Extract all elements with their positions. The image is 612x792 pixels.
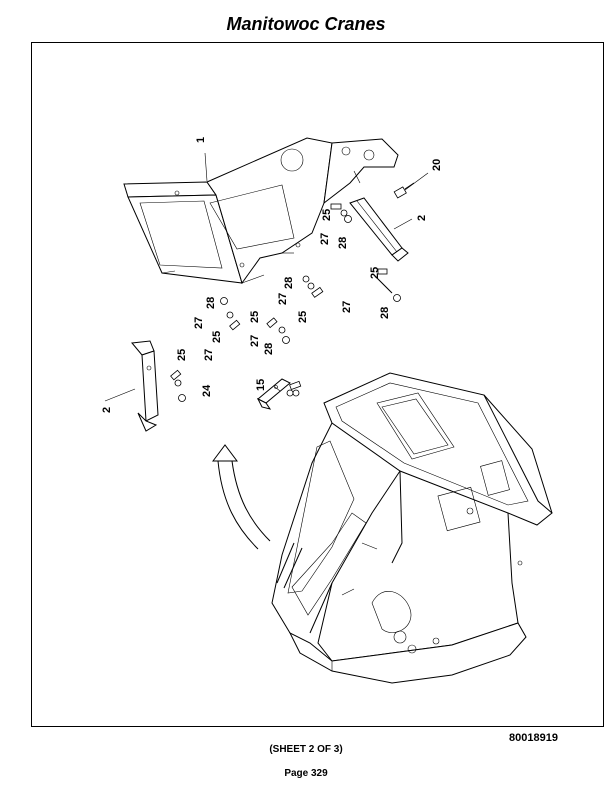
bracket-part-15 (256, 378, 291, 410)
brace-part-2-right (349, 197, 409, 262)
drawing-number: 80018919 (509, 732, 558, 744)
assembly-direction-arrow (212, 444, 271, 550)
callout-27-d: 27 (193, 317, 205, 329)
callout-24: 24 (201, 384, 213, 397)
hardware-fasteners (170, 203, 401, 402)
page-number: Page 329 (284, 768, 328, 779)
bolt-part-20 (393, 182, 415, 199)
callout-27-c: 27 (277, 293, 289, 305)
callout-leaders (104, 152, 429, 402)
callout-25-c: 25 (297, 311, 309, 323)
callout-27-e: 27 (249, 335, 261, 347)
callout-27-b: 27 (341, 301, 353, 313)
callout-28-e: 28 (263, 343, 275, 355)
callout-15: 15 (255, 379, 267, 391)
callout-2-right: 2 (416, 215, 428, 221)
operator-cab (271, 372, 553, 684)
callout-2-left: 2 (101, 407, 113, 413)
callout-25-f: 25 (176, 349, 188, 361)
callout-25-e: 25 (249, 311, 261, 323)
callout-27-a: 27 (319, 233, 331, 245)
callout-25-a: 25 (321, 209, 333, 221)
callout-28-b: 28 (379, 307, 391, 319)
callout-25-d: 25 (211, 331, 223, 343)
exploded-parts-diagram: 1 20 2 2 25 27 28 25 27 28 27 28 25 28 2… (101, 137, 553, 684)
callout-28-d: 28 (205, 297, 217, 309)
mounting-bracket-part-1 (123, 137, 399, 285)
callout-20: 20 (431, 159, 443, 171)
brace-part-2-left (131, 340, 159, 432)
callout-28-a: 28 (337, 237, 349, 249)
sheet-label: (SHEET 2 OF 3) (269, 744, 343, 755)
callout-27-f: 27 (203, 349, 215, 361)
page-title: Manitowoc Cranes (226, 14, 386, 34)
parts-diagram-frame: 1 20 2 2 25 27 28 25 27 28 27 28 25 28 2… (31, 42, 604, 727)
callout-1: 1 (195, 137, 207, 143)
callout-25-b: 25 (369, 267, 381, 279)
callout-28-c: 28 (283, 277, 295, 289)
